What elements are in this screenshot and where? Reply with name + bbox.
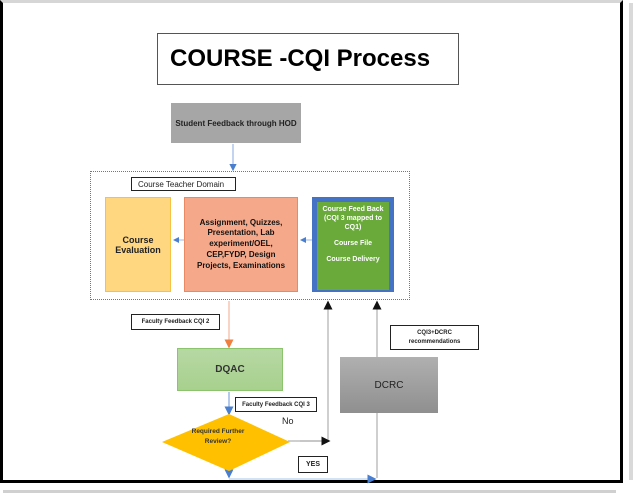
cqi3-dcrc-label: CQI3+DCRC recommendations xyxy=(390,325,479,350)
assessments-node: Assignment, Quizzes, Presentation, Lab e… xyxy=(184,197,298,292)
decision-line2: Review? xyxy=(204,438,232,446)
faculty-feedback-cqi3-label: Faculty Feedback CQI 3 xyxy=(235,397,317,412)
dcrc-node: DCRC xyxy=(340,357,438,413)
frame-shadow-right xyxy=(629,3,633,480)
faculty-feedback-cqi2-label: Faculty Feedback CQI 2 xyxy=(131,314,220,330)
diagram-title: COURSE -CQI Process xyxy=(157,33,459,85)
feedback-line3: CQ1) xyxy=(344,224,362,232)
no-label: No xyxy=(282,416,294,426)
course-feedback-inner: Course Feed Back (CQI 3 mapped to CQ1) C… xyxy=(317,202,389,290)
arrow-no-to-domain xyxy=(288,300,333,442)
course-feedback-node: Course Feed Back (CQI 3 mapped to CQ1) C… xyxy=(312,197,394,292)
feedback-line1: Course Feed Back xyxy=(322,206,384,213)
cqi3-dcrc-line1: CQI3+DCRC xyxy=(417,330,452,337)
course-evaluation-line1: Course xyxy=(122,234,154,245)
decision-text: Required Further Review? xyxy=(178,427,258,448)
frame-shadow-bottom xyxy=(3,490,616,493)
decision-diamond xyxy=(162,414,290,471)
course-delivery-label: Course Delivery xyxy=(326,256,380,264)
course-teacher-domain xyxy=(90,171,410,300)
course-evaluation-line2: Evaluation xyxy=(115,244,161,255)
cqi3-dcrc-line2: recommendations xyxy=(408,338,461,345)
dqac-node: DQAC xyxy=(177,348,283,391)
decision-line1: Required Further xyxy=(191,428,245,435)
domain-label: Course Teacher Domain xyxy=(131,177,236,191)
course-file-label: Course File xyxy=(333,240,373,248)
student-feedback-node: Student Feedback through HOD xyxy=(171,103,301,143)
yes-label: YES xyxy=(298,456,328,473)
feedback-line2: (CQI 3 mapped to xyxy=(324,215,382,223)
course-evaluation-node: Course Evaluation xyxy=(105,197,171,292)
